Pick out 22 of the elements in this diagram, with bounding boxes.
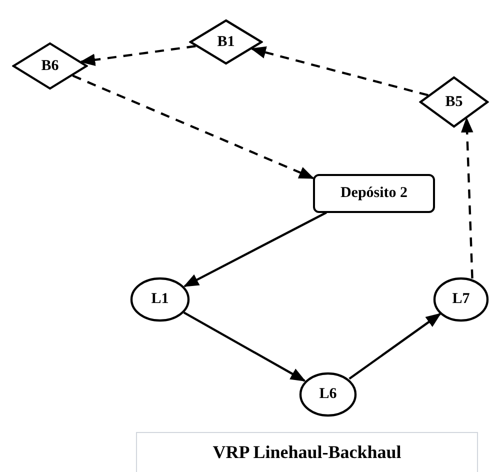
caption: VRP Linehaul-Backhaul [212,441,402,464]
node-label: B1 [217,34,235,50]
ellipse-node [433,276,489,322]
arrow [348,313,442,380]
dashed-arrow [80,45,196,66]
node-label: Depósito 2 [340,186,408,200]
node-label: L1 [151,292,169,306]
dashed-arrow [250,46,428,96]
node-label: L7 [452,292,470,306]
node-label: B5 [445,94,463,110]
node-label: L6 [319,386,337,402]
process-box [313,174,435,212]
ellipse-node [130,276,190,322]
decision-diamond [12,42,88,90]
node-label: B6 [41,58,59,74]
dashed-arrow [72,74,314,180]
arrow [183,312,306,382]
ellipse-node [299,372,357,416]
dashed-arrow [460,117,474,278]
decision-diamond [419,76,489,128]
arrow [183,212,327,288]
decision-diamond [189,19,263,65]
